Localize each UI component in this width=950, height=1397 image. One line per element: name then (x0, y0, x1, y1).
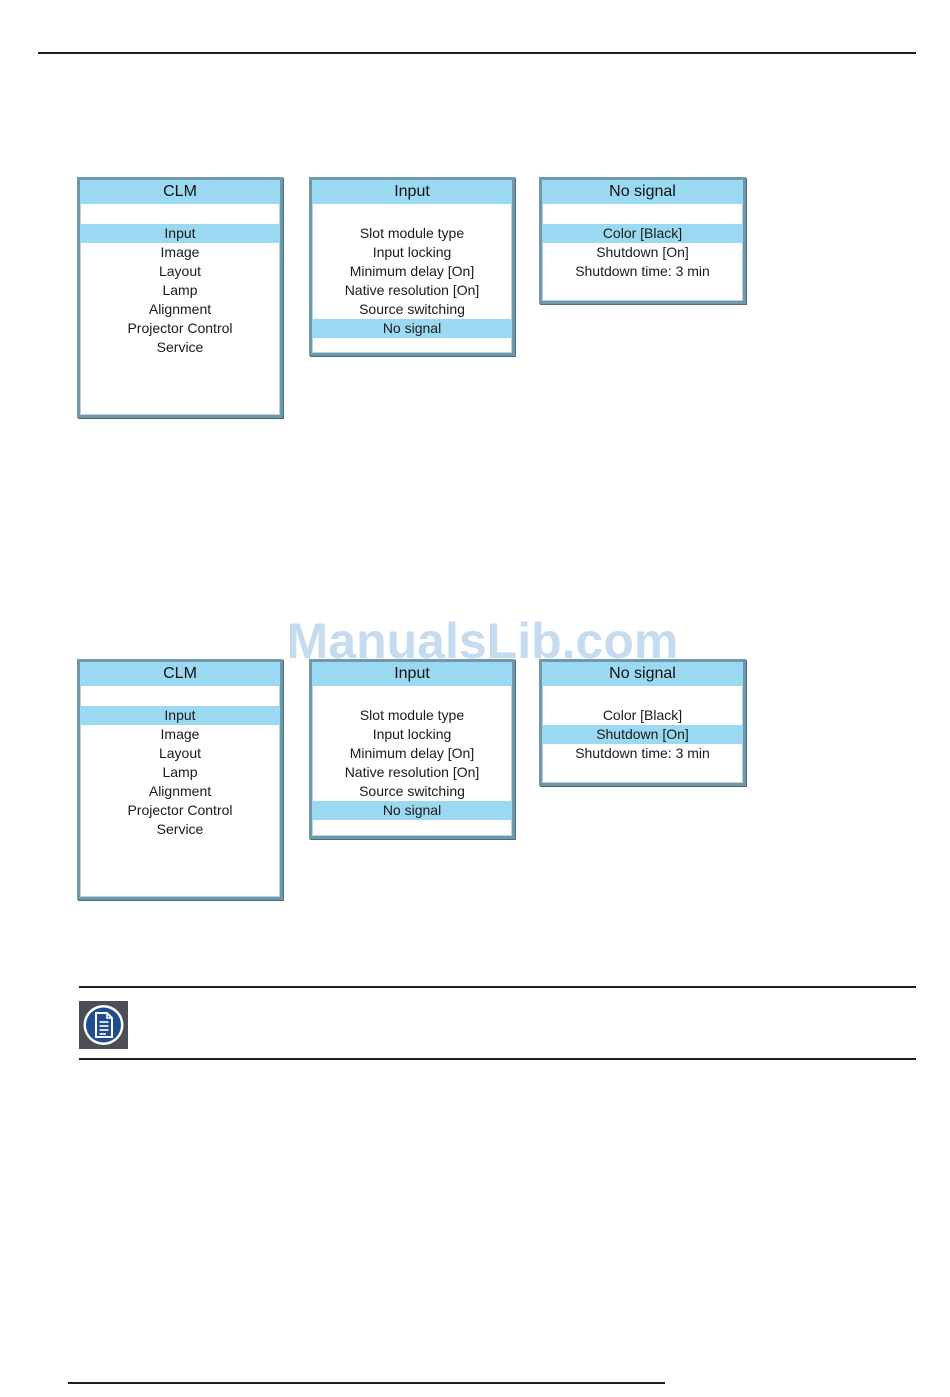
note-top-rule (79, 986, 916, 988)
menu-item[interactable]: Slot module type (359, 707, 465, 723)
no-signal-menu: No signal Color [Black] Shutdown [On]Shut… (539, 659, 746, 786)
menu-title: CLM (80, 180, 280, 204)
menu-item[interactable]: Input (80, 706, 280, 725)
menu-item[interactable]: Input (80, 224, 280, 243)
menu-item[interactable]: Image (160, 244, 200, 260)
menu-item[interactable]: Shutdown time: 3 min (575, 263, 710, 279)
menu-item[interactable]: Alignment (148, 301, 212, 317)
menu-item[interactable]: Projector Control (127, 802, 233, 818)
menu-item[interactable]: Service (156, 821, 204, 837)
menu-title: Input (312, 180, 512, 204)
note-document-icon (79, 1001, 128, 1049)
menu-item[interactable]: Color [Black] (542, 224, 743, 243)
note-bottom-rule (79, 1058, 916, 1060)
menu-item[interactable]: No signal (312, 801, 512, 820)
menu-item[interactable]: Layout (158, 745, 202, 761)
menu-item[interactable]: Native resolution [On] (344, 282, 480, 298)
menu-items: Color [Black]Shutdown [On] Shutdown time:… (542, 204, 743, 281)
footer-rule (68, 1382, 665, 1384)
menu-item[interactable]: Lamp (162, 764, 198, 780)
menu-item[interactable]: Source switching (359, 301, 465, 317)
menu-items: Color [Black] Shutdown [On]Shutdown time:… (542, 686, 743, 763)
menu-item[interactable]: Source switching (359, 783, 465, 799)
menu-item[interactable]: Image (160, 726, 200, 742)
menu-title: Input (312, 662, 512, 686)
menu-item[interactable]: Color [Black] (602, 707, 683, 723)
menu-item[interactable]: Shutdown [On] (596, 244, 689, 260)
menu-item[interactable]: Lamp (162, 282, 198, 298)
menu-item[interactable]: Input locking (372, 244, 452, 260)
menu-item[interactable]: Projector Control (127, 320, 233, 336)
menu-item[interactable]: Alignment (148, 783, 212, 799)
menu-item[interactable]: Native resolution [On] (344, 764, 480, 780)
top-rule (38, 52, 916, 54)
menu-item[interactable]: Input locking (372, 726, 452, 742)
menu-item[interactable]: No signal (312, 319, 512, 338)
menu-item[interactable]: Service (156, 339, 204, 355)
menu-item[interactable]: Minimum delay [On] (349, 745, 475, 761)
menu-title: CLM (80, 662, 280, 686)
menu-title: No signal (542, 180, 743, 204)
menu-item[interactable]: Shutdown time: 3 min (575, 745, 710, 761)
no-signal-menu: No signal Color [Black]Shutdown [On] Shut… (539, 177, 746, 304)
menu-item[interactable]: Shutdown [On] (542, 725, 743, 744)
menu-item[interactable]: Slot module type (359, 225, 465, 241)
menu-title: No signal (542, 662, 743, 686)
menu-item[interactable]: Layout (158, 263, 202, 279)
menu-item[interactable]: Minimum delay [On] (349, 263, 475, 279)
